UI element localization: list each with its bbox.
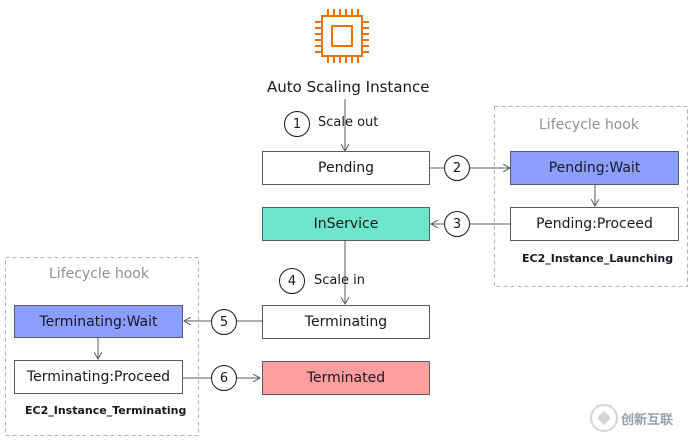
watermark-logo bbox=[590, 404, 618, 432]
state-terminating-proceed: Terminating:Proceed bbox=[14, 360, 183, 394]
ec2-instance-icon bbox=[315, 9, 369, 63]
state-terminating: Terminating bbox=[262, 305, 430, 339]
step-1-label: Scale out bbox=[318, 115, 379, 130]
step-4-label: Scale in bbox=[314, 273, 365, 288]
state-pending-proceed: Pending:Proceed bbox=[510, 207, 679, 241]
hook-container-launching bbox=[494, 106, 688, 287]
hook-caption-terminating: EC2_Instance_Terminating bbox=[25, 404, 187, 417]
step-4-marker: 4 bbox=[279, 268, 305, 294]
hook-container-terminating bbox=[5, 257, 199, 436]
diagram-title: Auto Scaling Instance bbox=[267, 78, 430, 96]
state-inservice: InService bbox=[262, 207, 430, 241]
watermark-text: 创新互联 bbox=[621, 413, 674, 428]
state-terminating-wait: Terminating:Wait bbox=[14, 305, 183, 338]
step-1-marker: 1 bbox=[284, 111, 310, 137]
state-pending-wait: Pending:Wait bbox=[510, 151, 679, 185]
state-pending: Pending bbox=[262, 151, 430, 185]
step-5-marker: 5 bbox=[211, 309, 237, 335]
hook-caption-launching: EC2_Instance_Launching bbox=[522, 252, 674, 265]
hook-label-launching: Lifecycle hook bbox=[539, 117, 639, 133]
state-terminated: Terminated bbox=[262, 361, 430, 395]
step-3-marker: 3 bbox=[444, 211, 470, 237]
hook-label-terminating: Lifecycle hook bbox=[49, 266, 149, 282]
step-2-marker: 2 bbox=[444, 155, 470, 181]
step-6-marker: 6 bbox=[211, 365, 237, 391]
